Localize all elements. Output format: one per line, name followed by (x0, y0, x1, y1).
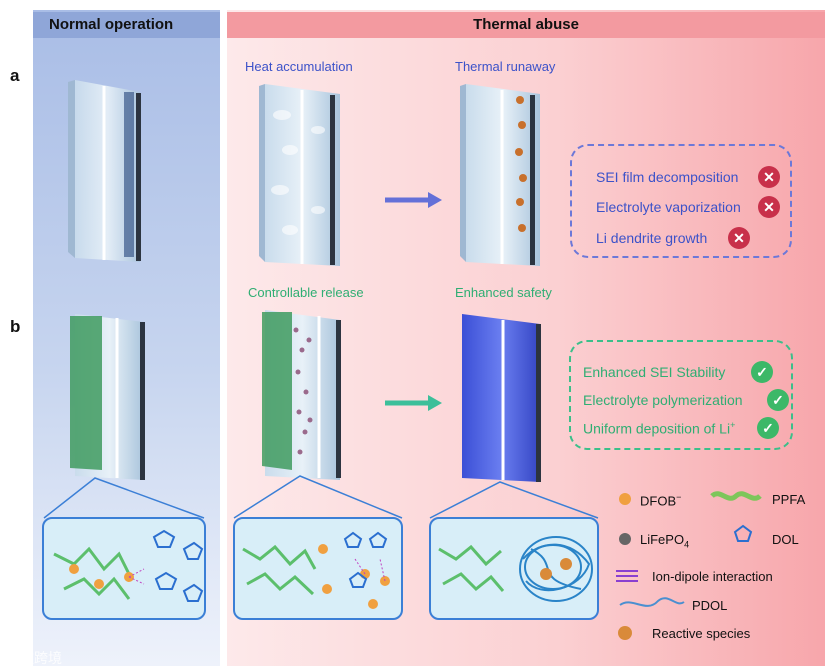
zoom-panel-normal (42, 517, 206, 620)
normal-operation-header: Normal operation (33, 12, 220, 38)
watermark: 大数跨境 (6, 650, 62, 666)
benefits-callout: Enhanced SEI Stability ✓ Electrolyte pol… (569, 340, 793, 450)
heat-accumulation-label: Heat accumulation (245, 59, 353, 74)
cross-icon: ✕ (728, 227, 750, 249)
row-label-b: b (10, 317, 21, 336)
check-icon: ✓ (751, 361, 773, 383)
legend-lifepo4: LiFePO4 (640, 532, 690, 550)
reactive-species-icon (618, 626, 632, 640)
arrow-a (385, 192, 442, 208)
dfob-icon (619, 493, 631, 505)
enhanced-safety-label: Enhanced safety (455, 285, 552, 300)
issues-callout: SEI film decomposition ✕ Electrolyte vap… (570, 144, 792, 258)
check-icon: ✓ (767, 389, 789, 411)
zoom-panel-release (233, 517, 403, 620)
pdol-icon (619, 597, 685, 607)
zoom-panel-safety (429, 517, 599, 620)
legend-dol: DOL (772, 532, 799, 547)
molecular-view-normal (53, 529, 204, 602)
controllable-release-label: Controllable release (248, 285, 364, 300)
row-label-a: a (10, 66, 20, 85)
issue-electrolyte-vaporization: Electrolyte vaporization ✕ (572, 196, 790, 218)
benefit-sei-stability: Enhanced SEI Stability ✓ (571, 361, 791, 383)
benefit-electrolyte-polymerization: Electrolyte polymerization ✓ (571, 389, 791, 411)
molecular-view-release (242, 531, 390, 609)
legend-pdol: PDOL (692, 598, 728, 613)
molecular-view-safety (438, 536, 593, 602)
cell-enhanced-safety (462, 314, 541, 482)
legend-symbols (616, 491, 762, 640)
legend-ppfa: PPFA (772, 492, 806, 507)
cell-heat-accumulation (259, 84, 340, 266)
thermal-abuse-header: Thermal abuse (227, 12, 825, 38)
arrow-b (385, 395, 442, 411)
thermal-runaway-label: Thermal runaway (455, 59, 556, 74)
zoom-connectors (43, 475, 599, 519)
issue-li-dendrite: Li dendrite growth ✕ (572, 227, 790, 249)
benefit-uniform-deposition: Uniform deposition of Li+ ✓ (571, 417, 791, 439)
cell-thermal-runaway (460, 84, 540, 266)
cell-normal-b (70, 314, 145, 480)
ppfa-icon (710, 491, 762, 501)
ion-dipole-icon (616, 570, 638, 582)
legend-reactive-species: Reactive species (652, 626, 751, 641)
cell-normal-a (68, 80, 141, 262)
legend-ion-dipole: Ion-dipole interaction (652, 569, 773, 584)
issue-sei-decomposition: SEI film decomposition ✕ (572, 166, 790, 188)
cell-controllable-release (262, 310, 341, 480)
check-icon: ✓ (757, 417, 779, 439)
dol-icon (733, 524, 753, 542)
legend: DFOB− PPFA LiFePO4 DOL Ion-dipole intera… (610, 488, 825, 648)
cross-icon: ✕ (758, 196, 780, 218)
cross-icon: ✕ (758, 166, 780, 188)
legend-dfob: DFOB− (640, 492, 682, 509)
lifepo4-icon (619, 533, 631, 545)
